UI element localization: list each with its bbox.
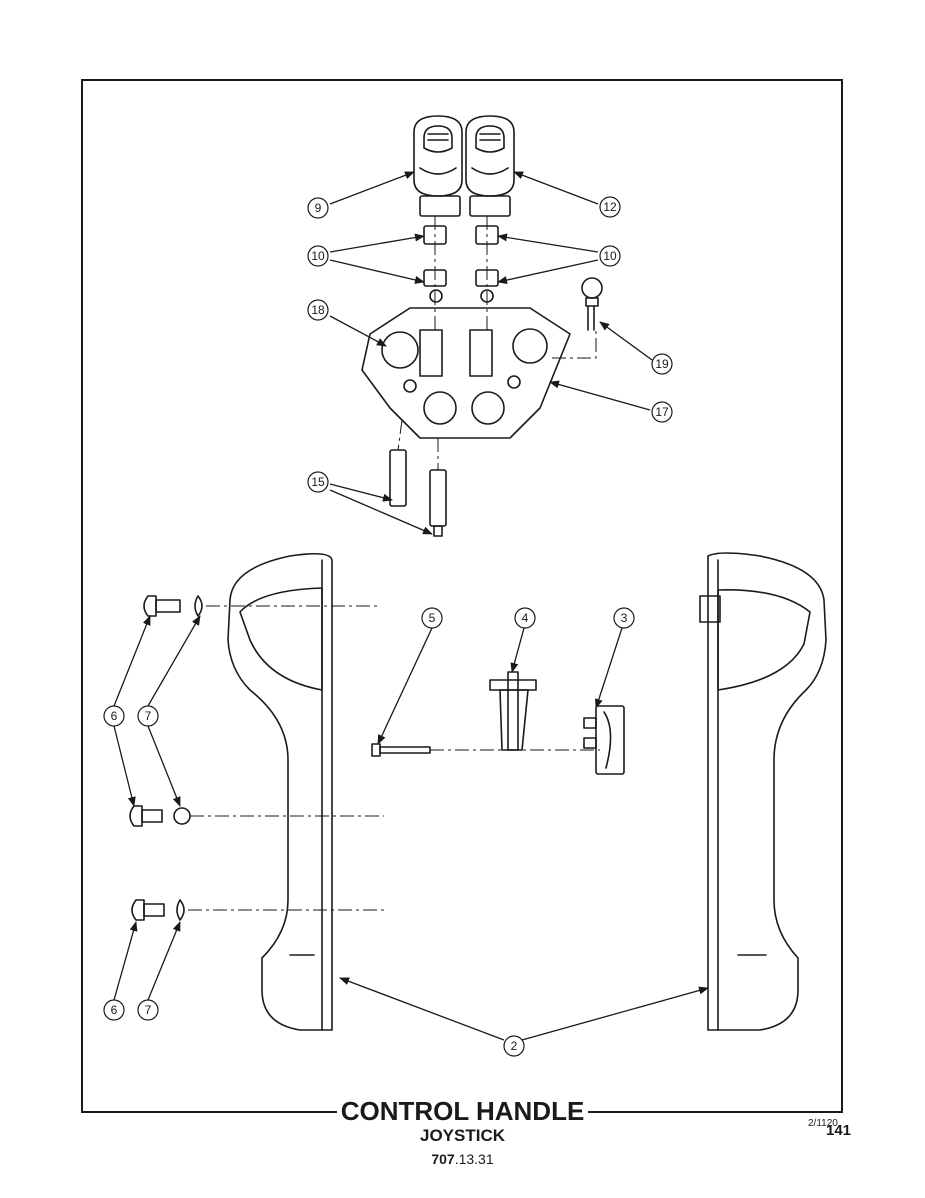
trigger-lever-4 <box>489 671 537 751</box>
screw-6-bottom <box>131 899 165 921</box>
callout-18: 18 <box>311 303 325 317</box>
washer-7-top <box>194 595 203 617</box>
callout-2: 2 <box>511 1039 518 1053</box>
drawing-frame <box>81 79 843 1113</box>
clip-15-left <box>389 449 407 507</box>
handle-half-right <box>699 552 827 1031</box>
screw-6-mid <box>129 805 163 827</box>
page-subtitle: JOYSTICK <box>419 1126 506 1145</box>
button-cap-9 <box>413 115 463 217</box>
callout-4: 4 <box>522 611 529 625</box>
handle-half-left <box>227 552 333 1031</box>
mounting-plate-17 <box>361 307 571 439</box>
screw-5 <box>371 743 431 757</box>
revision-code: 2/1120 <box>808 1118 838 1129</box>
callout-6-lower: 6 <box>111 1003 118 1017</box>
callout-17: 17 <box>655 405 669 419</box>
callout-6-upper: 6 <box>111 709 118 723</box>
callout-10-left: 10 <box>311 249 325 263</box>
page-number: 141 <box>826 1122 852 1139</box>
callout-7-upper: 7 <box>145 709 152 723</box>
screw-6-top <box>143 595 181 617</box>
clip-15-right <box>429 469 447 527</box>
callout-5: 5 <box>429 611 436 625</box>
washer-7-bottom <box>176 899 185 921</box>
button-cap-12 <box>465 115 515 217</box>
switch-19 <box>581 277 603 331</box>
callout-10-right: 10 <box>603 249 617 263</box>
washer-7-mid <box>173 807 191 825</box>
page-title: CONTROL HANDLE <box>0 1094 925 1128</box>
callout-15: 15 <box>311 475 325 489</box>
microswitch-3 <box>583 705 625 775</box>
callout-9: 9 <box>315 201 322 215</box>
callout-7-lower: 7 <box>145 1003 152 1017</box>
callout-3: 3 <box>621 611 628 625</box>
callout-19: 19 <box>655 357 669 371</box>
document-number: 707.13.31 <box>431 1151 494 1167</box>
callout-12: 12 <box>603 200 617 214</box>
